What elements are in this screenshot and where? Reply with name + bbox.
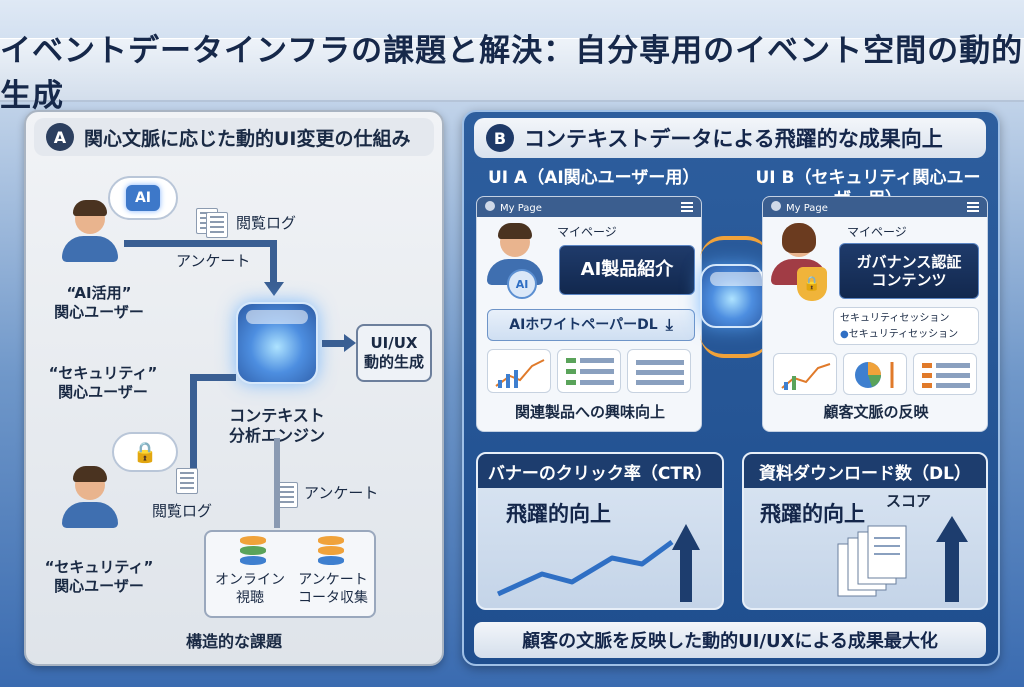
title-bar: イベントデータインフラの課題と解決：自分専用のイベント空間の動的生成 — [0, 33, 1024, 114]
document-icon — [176, 468, 198, 494]
data-silo-box: オンライン 視聴 アンケート コータ収集 — [204, 530, 376, 618]
output-label: UI/UX 動的生成 — [363, 334, 424, 371]
dl-score: スコア — [886, 492, 932, 510]
caption-b: 顧客文脈の反映 — [823, 403, 929, 421]
my-page-jp: マイページ — [847, 225, 907, 239]
ai-brain-icon: AI — [507, 269, 537, 299]
caption-a: 関連製品への興味向上 — [514, 403, 665, 421]
arrow-head — [264, 282, 284, 296]
engine-cube-icon — [236, 302, 318, 384]
engine-label: コンテキスト 分析エンジン — [228, 406, 325, 445]
browse-log-top: 閲覧ログ — [236, 214, 297, 232]
my-page-jp: マイページ — [557, 225, 617, 239]
list-icon — [557, 349, 621, 393]
ctr-title: バナーのクリック率（CTR） — [478, 454, 722, 488]
panel-b-footer: 顧客の文脈を反映した動的UI/UXによる成果最大化 — [474, 622, 986, 658]
ui-b-card: My Page マイページ 🔒 ガバナンス認証 コンテンツ セキュリティセッショ… — [762, 196, 988, 432]
engine-cube-icon — [700, 264, 772, 328]
panel-a-heading: 関心文脈に応じた動的UI変更の仕組み — [84, 127, 411, 150]
user-sec-mid-label: “セキュリティ” 関心ユーザー — [48, 364, 158, 401]
download-icon: ⤓ — [665, 315, 673, 335]
sync-arrow-icon — [700, 236, 770, 260]
survey-top: アンケート — [176, 252, 251, 270]
document-icon — [276, 482, 298, 508]
survey-bottom: アンケート — [304, 484, 379, 502]
page-title: イベントデータインフラの課題と解決：自分専用のイベント空間の動的生成 — [0, 32, 1024, 114]
thought-cloud: AI — [108, 176, 178, 220]
lock-key-icon: 🔒 — [132, 440, 158, 464]
panel-b-heading: コンテキストデータによる飛躍的な成果向上 — [524, 127, 943, 151]
ui-a-topbar: My Page — [477, 197, 701, 217]
person-icon — [771, 200, 781, 211]
ai-whitepaper-button[interactable]: AIホワイトペーパーDL ⤓ — [487, 309, 695, 341]
session-item-1[interactable]: セキュリティセッション — [840, 313, 950, 324]
line-chart-icon — [487, 349, 551, 393]
thought-cloud: 🔒 — [112, 432, 178, 472]
up-arrow-icon — [496, 524, 700, 602]
lock-key-icon: 🔒 — [797, 267, 827, 301]
panel-b-header: B コンテキストデータによる飛躍的な成果向上 — [474, 118, 986, 158]
ui-a-card: My Page マイページ AI AI製品紹介 AIホワイトペーパーDL ⤓ 関… — [476, 196, 702, 432]
document-stack-icon — [837, 516, 968, 602]
user-ai-label: “AI活用” 関心ユーザー — [54, 284, 144, 321]
session-list[interactable]: セキュリティセッション ●セキュリティセッション — [833, 307, 979, 345]
session-item-2[interactable]: ●セキュリティセッション — [840, 328, 959, 340]
dl-stat-card: 資料ダウンロード数（DL） 飛躍的向上 スコア — [742, 452, 988, 610]
panel-b: B コンテキストデータによる飛躍的な成果向上 UI A（AI関心ユーザー用） U… — [462, 110, 1000, 666]
flow-arrow — [124, 240, 274, 247]
ai-whitepaper-label: AIホワイトペーパーDL — [509, 316, 658, 333]
ui-a-title: UI A（AI関心ユーザー用） — [488, 168, 700, 188]
db-online-label: オンライン 視聴 — [215, 572, 285, 606]
list-icon — [913, 353, 977, 395]
governance-banner[interactable]: ガバナンス認証 コンテンツ — [839, 243, 979, 299]
list-icon — [627, 349, 691, 393]
panel-a-header: A 関心文脈に応じた動的UI変更の仕組み — [34, 118, 434, 156]
panel-a: A 関心文脈に応じた動的UI変更の仕組み AI “AI活用” 関心ユーザー 閲覧… — [24, 110, 444, 666]
ai-product-banner[interactable]: AI製品紹介 — [559, 245, 695, 295]
db-survey-label: アンケート コータ収集 — [298, 572, 368, 606]
ui-b-topbar: My Page — [763, 197, 987, 217]
person-icon — [60, 200, 120, 262]
ctr-stat-card: バナーのクリック率（CTR） 飛躍的向上 — [476, 452, 724, 610]
panel-a-footer: 構造的な課題 — [185, 632, 282, 651]
hamburger-icon[interactable] — [967, 206, 979, 208]
line-chart-icon — [773, 353, 837, 395]
pie-chart-icon — [843, 353, 907, 395]
my-page-label: My Page — [786, 202, 828, 214]
database-icon — [318, 536, 344, 566]
browse-log-bottom: 閲覧ログ — [152, 502, 213, 520]
badge-a: A — [46, 123, 74, 151]
dl-big: 飛躍的向上 — [760, 502, 865, 526]
my-page-label: My Page — [500, 202, 542, 214]
ai-brain-icon: AI — [126, 185, 160, 211]
database-icon — [240, 536, 266, 566]
ctr-big: 飛躍的向上 — [506, 502, 611, 526]
sync-arrow-icon — [700, 334, 770, 358]
dl-title: 資料ダウンロード数（DL） — [744, 454, 986, 488]
hamburger-icon[interactable] — [681, 206, 693, 208]
badge-b: B — [486, 124, 514, 152]
uiux-output-box: UI/UX 動的生成 — [356, 324, 432, 382]
person-icon — [60, 466, 120, 528]
person-icon — [485, 200, 495, 211]
user-sec-bottom-label: “セキュリティ” 関心ユーザー — [44, 558, 154, 595]
document-icon — [206, 212, 228, 238]
